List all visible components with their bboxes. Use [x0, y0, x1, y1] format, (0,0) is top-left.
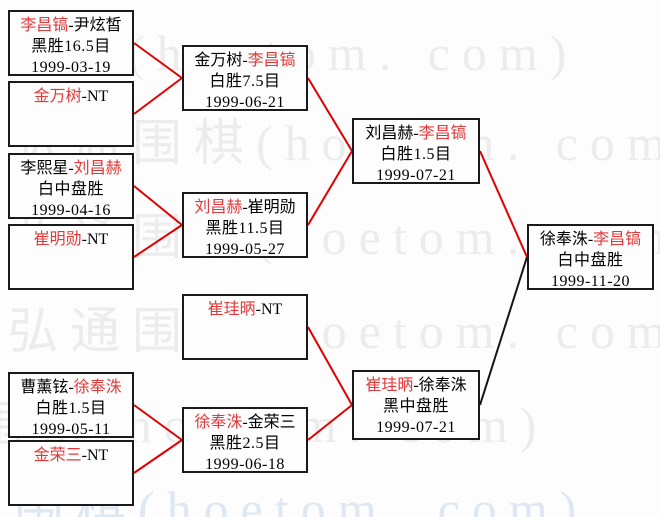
winner-path-line [307, 150, 353, 226]
match-box-r2-m4[interactable]: 徐奉洙-金荣三黑胜2.5目 1999-06-18 [182, 407, 308, 473]
match-players: 李昌镐-尹炫皙 [10, 15, 132, 36]
players-separator: - [413, 125, 419, 142]
player-name[interactable]: 金万树 [194, 52, 243, 69]
match-box-r1-m6[interactable]: 金荣三-NT [8, 440, 134, 506]
player-name[interactable]: 崔珪昞 [365, 377, 414, 394]
match-result: 白中盘胜 [557, 252, 624, 269]
player-name[interactable]: 崔明勋 [33, 231, 82, 248]
match-players: 金荣三-NT [10, 445, 132, 466]
players-separator: - [81, 231, 87, 248]
players-separator: - [587, 231, 594, 248]
player-name[interactable]: NT [87, 447, 109, 464]
match-players: 刘昌赫-李昌镐 [354, 123, 478, 144]
match-players: 崔珪昞-徐奉洙 [354, 375, 478, 396]
match-box-r2-m1[interactable]: 金万树-李昌镐白胜7.5目 1999-06-21 [182, 45, 308, 111]
match-box-r1-m5[interactable]: 曹薰铉-徐奉洙白胜1.5目 1999-05-11 [8, 372, 134, 438]
match-date: 1999-07-21 [376, 167, 456, 184]
player-name[interactable]: 徐奉洙 [539, 231, 588, 248]
winner-path-line [307, 326, 353, 406]
players-separator: - [255, 301, 261, 318]
match-result: 白胜1.5目 [35, 400, 107, 417]
winner-path-line [307, 404, 353, 441]
match-box-r2-m2[interactable]: 刘昌赫-崔明勋黑胜11.5目 1999-05-27 [182, 192, 308, 258]
winner-path-line [133, 185, 183, 226]
winner-path-line [133, 439, 183, 474]
player-name[interactable]: 崔明勋 [247, 199, 296, 216]
match-box-sf-1[interactable]: 刘昌赫-李昌镐白胜1.5目 1999-07-21 [352, 118, 480, 184]
player-name[interactable]: NT [261, 301, 283, 318]
match-players: 金万树-李昌镐 [184, 50, 306, 71]
winner-path-line [133, 77, 183, 115]
player-name[interactable]: NT [87, 231, 109, 248]
match-date: 1999-03-19 [31, 59, 111, 76]
match-result: 黑胜16.5目 [31, 38, 111, 55]
match-date: 1999-04-16 [31, 202, 111, 219]
player-name[interactable]: 刘昌赫 [73, 160, 122, 177]
player-name[interactable]: 曹薰铉 [20, 379, 69, 396]
match-box-r1-m1[interactable]: 李昌镐-尹炫皙黑胜16.5目 1999-03-19 [8, 10, 134, 76]
match-result: 黑中盘胜 [382, 398, 449, 415]
winner-path-line [133, 224, 183, 258]
winner-path-line [479, 150, 528, 258]
player-name[interactable]: 刘昌赫 [194, 199, 243, 216]
player-name[interactable]: 李昌镐 [20, 17, 69, 34]
players-separator: - [68, 17, 74, 34]
winner-path-line [307, 77, 353, 152]
loser-path-line [479, 256, 528, 406]
player-name[interactable]: 李昌镐 [247, 52, 296, 69]
match-box-r1-m3[interactable]: 李熙星-刘昌赫白中盘胜 1999-04-16 [8, 153, 134, 219]
match-result: 黑胜11.5目 [205, 220, 285, 237]
player-name[interactable]: 金荣三 [247, 414, 296, 431]
player-name[interactable]: 金荣三 [33, 447, 82, 464]
players-separator: - [242, 199, 248, 216]
match-date: 1999-06-18 [205, 456, 285, 473]
players-separator: - [413, 377, 419, 394]
player-name[interactable]: 李熙星 [20, 160, 69, 177]
match-date: 1999-05-27 [205, 241, 285, 258]
players-separator: - [81, 447, 87, 464]
match-box-r1-m4[interactable]: 崔明勋-NT [8, 224, 134, 290]
match-result: 黑胜2.5目 [209, 435, 281, 452]
players-separator: - [68, 379, 74, 396]
players-separator: - [242, 414, 248, 431]
match-players: 刘昌赫-崔明勋 [184, 197, 306, 218]
player-name[interactable]: 崔珪昞 [207, 301, 256, 318]
player-name[interactable]: 刘昌赫 [365, 125, 414, 142]
match-players: 徐奉洙-李昌镐 [529, 229, 652, 250]
player-name[interactable]: 徐奉洙 [418, 377, 467, 394]
winner-path-line [133, 404, 183, 441]
match-date: 1999-06-21 [205, 94, 285, 111]
player-name[interactable]: 尹炫皙 [73, 17, 122, 34]
match-box-final[interactable]: 徐奉洙-李昌镐白中盘胜 1999-11-20 [527, 224, 654, 290]
match-box-r2-m3[interactable]: 崔珪昞-NT [182, 294, 308, 360]
match-players: 金万树-NT [10, 86, 132, 107]
match-date: 1999-05-11 [31, 421, 111, 438]
match-result: 白中盘胜 [37, 181, 104, 198]
match-players: 徐奉洙-金荣三 [184, 412, 306, 433]
match-result: 白胜1.5目 [380, 146, 452, 163]
players-separator: - [242, 52, 248, 69]
player-name[interactable]: 徐奉洙 [73, 379, 122, 396]
match-date: 1999-11-20 [550, 273, 631, 290]
winner-path-line [133, 42, 183, 79]
player-name[interactable]: 徐奉洙 [194, 414, 243, 431]
match-players: 李熙星-刘昌赫 [10, 158, 132, 179]
match-date: 1999-07-21 [376, 419, 456, 436]
match-players: 崔明勋-NT [10, 229, 132, 250]
player-name[interactable]: 李昌镐 [593, 231, 642, 248]
match-box-r1-m2[interactable]: 金万树-NT [8, 81, 134, 147]
match-players: 崔珪昞-NT [184, 299, 306, 320]
player-name[interactable]: 金万树 [33, 88, 82, 105]
match-box-sf-2[interactable]: 崔珪昞-徐奉洙黑中盘胜 1999-07-21 [352, 370, 480, 440]
players-separator: - [81, 88, 87, 105]
match-result: 白胜7.5目 [209, 73, 281, 90]
match-players: 曹薰铉-徐奉洙 [10, 377, 132, 398]
player-name[interactable]: 李昌镐 [418, 125, 467, 142]
player-name[interactable]: NT [87, 88, 109, 105]
players-separator: - [68, 160, 74, 177]
